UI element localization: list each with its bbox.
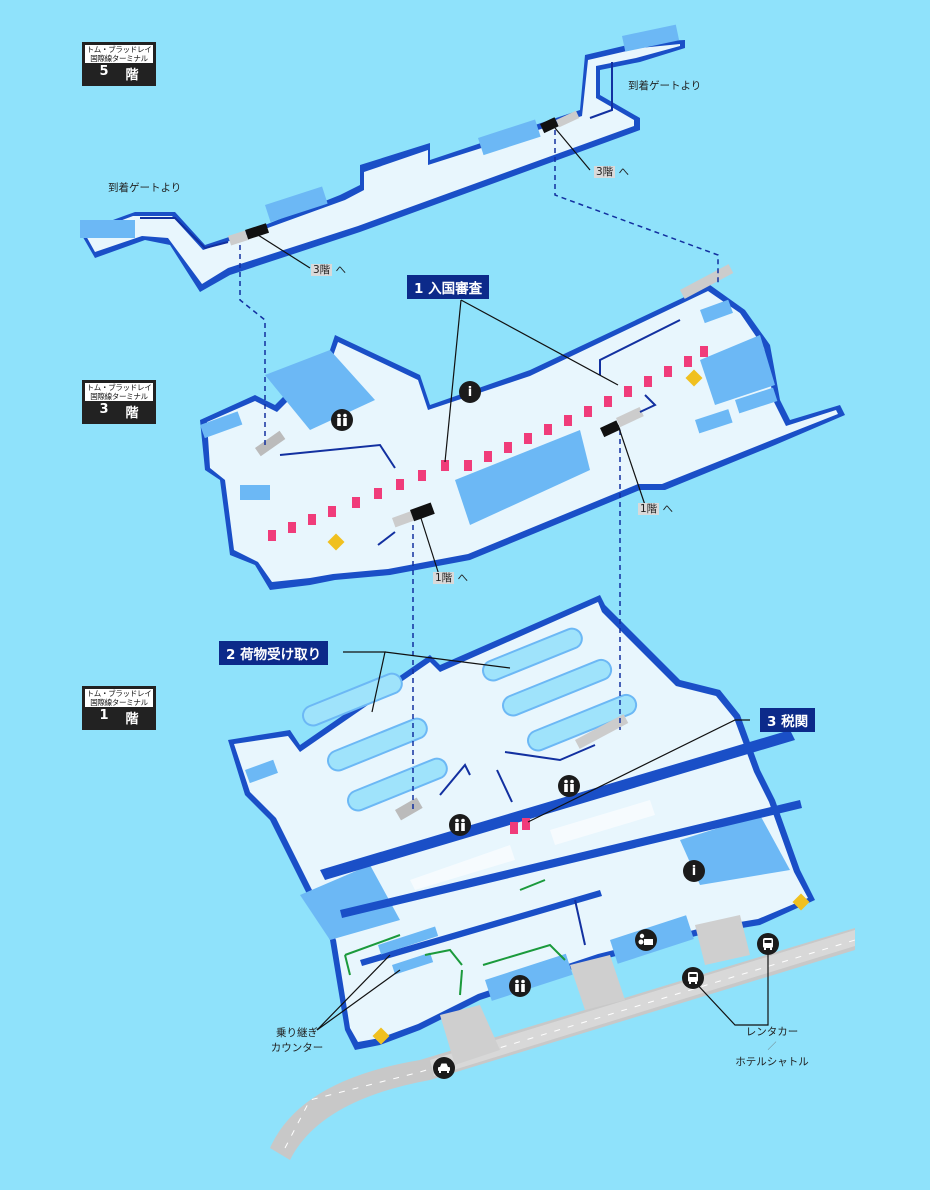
floor-unit: 階 (125, 712, 139, 727)
baggage-service-icon[interactable] (635, 929, 657, 951)
terminal-name: トム・ブラッドレイ (86, 45, 152, 54)
bus-icon[interactable] (682, 967, 704, 989)
immigration-booths (268, 346, 708, 541)
floor-badge-3: トム・ブラッドレイ国際線ターミナル 3 階 (82, 380, 156, 424)
interior-walls (320, 730, 802, 966)
floor-1-plan (228, 595, 815, 1050)
callout-leaders (257, 127, 769, 1031)
rental-car-hotel-shuttle-label: レンタカー ／ ホテルシャトル (735, 1026, 809, 1068)
terminal-name: トム・ブラッドレイ (86, 689, 152, 698)
escalator-connectors (239, 130, 719, 810)
transfer-counter-label: 乗り継ぎ カウンター (270, 1027, 324, 1054)
terminal-name-line2: 国際線ターミナル (90, 392, 148, 401)
callout-baggage-claim: 2 荷物受け取り (219, 641, 329, 665)
arrival-gate-label-right: 到着ゲートより (628, 80, 702, 92)
floor-unit: 階 (125, 406, 139, 421)
taxi-icon[interactable] (433, 1057, 455, 1079)
terminal-name-line2: 国際線ターミナル (90, 54, 148, 63)
information-icon[interactable]: i (459, 381, 481, 403)
floor-number: 1 (99, 708, 109, 723)
restroom-icon[interactable] (558, 775, 580, 797)
to-1f-label-right: 1階 へ (638, 503, 674, 515)
restroom-icon[interactable] (331, 409, 353, 431)
arrival-gate-label-left: 到着ゲートより (108, 182, 182, 194)
callout-immigration: 1 入国審査 (407, 275, 490, 299)
terminal-name-line2: 国際線ターミナル (90, 698, 148, 707)
floor-number: 5 (99, 64, 109, 79)
callout-customs: 3 税関 (760, 708, 816, 732)
floor-badge-1: トム・ブラッドレイ国際線ターミナル 1 階 (82, 686, 156, 730)
road (270, 915, 856, 1160)
floor-badge-5: トム・ブラッドレイ国際線ターミナル 5 階 (82, 42, 156, 86)
floor-unit: 階 (125, 68, 139, 83)
information-icon[interactable]: i (683, 860, 705, 882)
terminal-name: トム・ブラッドレイ (86, 383, 152, 392)
restroom-icon[interactable] (449, 814, 471, 836)
bus-icon[interactable] (757, 933, 779, 955)
floor-number: 3 (99, 402, 109, 417)
restroom-icon[interactable] (509, 975, 531, 997)
to-3f-label-left: 3階 へ (311, 264, 347, 276)
to-1f-label-center: 1階 へ (433, 572, 469, 584)
to-3f-label-right: 3階 へ (594, 166, 630, 178)
floor-5-plan (80, 24, 685, 292)
floor-3-plan (200, 264, 845, 590)
